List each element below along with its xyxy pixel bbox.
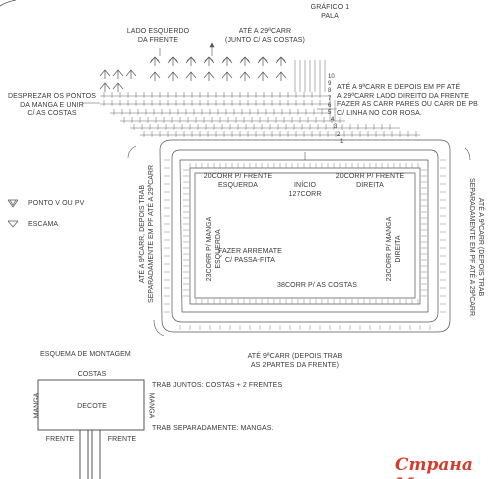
assembly-diagram (37, 379, 145, 479)
label-arremate: FAZER ARREMATE C/ PASSA-FITA (218, 248, 282, 264)
label-costas-38: 38CORR P/ AS COSTAS (277, 282, 357, 289)
assembly-title: ESQUEMA DE MONTAGEM (40, 351, 131, 358)
top-stitch-rows (100, 92, 420, 137)
label-manga-esquerda: 23CORR P/ MANGA ESQUERDA (206, 216, 222, 282)
left-shell-column (99, 69, 137, 92)
assembly-frente-right: FRENTE (107, 436, 137, 443)
label-left-vertical: ATÉ A 9ªCARR, DEPOIS TRAB SEPARADAMENTE … (139, 164, 155, 304)
chart-subtitle: PALA (321, 13, 339, 20)
row-number: 10 (328, 74, 335, 80)
assembly-decote: DECOTE (77, 403, 107, 410)
row-number: 9 (328, 81, 332, 88)
bottom-left-arc (153, 319, 165, 337)
label-inicio: INÍCIO 127CORR (288, 182, 322, 198)
watermark-logo: Страна Мам (395, 455, 473, 479)
pointer-lines (82, 46, 337, 160)
label-bottom-note: ATÉ 9ªCARR (DEPOIS TRAB AS 2PARTES DA FR… (247, 353, 343, 369)
row-number: 6 (328, 102, 332, 109)
assembly-costas: COSTAS (77, 371, 107, 378)
label-desprezar: DESPREZAR OS PONTOS DA MANGA E UNIR C/ A… (7, 93, 97, 117)
right-arc (464, 147, 471, 161)
assembly-manga-left: MANGA (33, 392, 41, 419)
label-ate-29-top: ATÉ A 29ªCARR (JUNTO C/ AS COSTAS) (225, 28, 305, 44)
legend-label-shell: ESCAMA (28, 221, 59, 228)
left-arc (127, 145, 137, 159)
label-frente-direita: 20CORR P/ FRENTE DIREITA (335, 173, 405, 189)
label-right-vertical: ATÉ A 9ªCARR (DEPOIS TRAB SEPARADAMENTE … (468, 177, 485, 317)
row-number: 5 (328, 110, 332, 116)
label-lado-esquerdo: LADO ESQUERDO DA FRENTE (126, 28, 190, 44)
row-number: 3 (334, 124, 338, 131)
assembly-note-1: TRAB JUNTOS: COSTAS + 2 FRENTES (152, 382, 283, 389)
assembly-frente-left: FRENTE (45, 436, 75, 443)
frame-stitch-ticks (164, 159, 446, 330)
top-vertical-columns (294, 60, 336, 121)
row-number: 8 (328, 88, 332, 95)
row-number: 4 (331, 117, 335, 124)
legend-symbols (7, 199, 19, 228)
row-number: 2 (337, 131, 341, 138)
label-ate-9-right: ATÉ A 9ªCARR E DEPOIS EM PF ATÉ A 29ªCAR… (337, 84, 478, 117)
top-shell-row (149, 56, 287, 81)
assembly-manga-right: MANGA (147, 392, 155, 419)
legend-label-v-stitch: PONTO V OU PV (28, 200, 85, 207)
yoke-frame (159, 139, 451, 333)
row-number: 1 (340, 138, 344, 145)
assembly-note-2: TRAB SEPARADAMENTE: MANGAS. (152, 425, 274, 432)
label-frente-esquerda: 20CORR P/ FRENTE ESQUERDA (203, 173, 273, 189)
label-manga-direita: 23CORR P/ MANGA DIREITA (386, 216, 402, 282)
chart-title: GRÁFICO 1 (310, 4, 350, 11)
row-number: 7 (328, 95, 332, 102)
